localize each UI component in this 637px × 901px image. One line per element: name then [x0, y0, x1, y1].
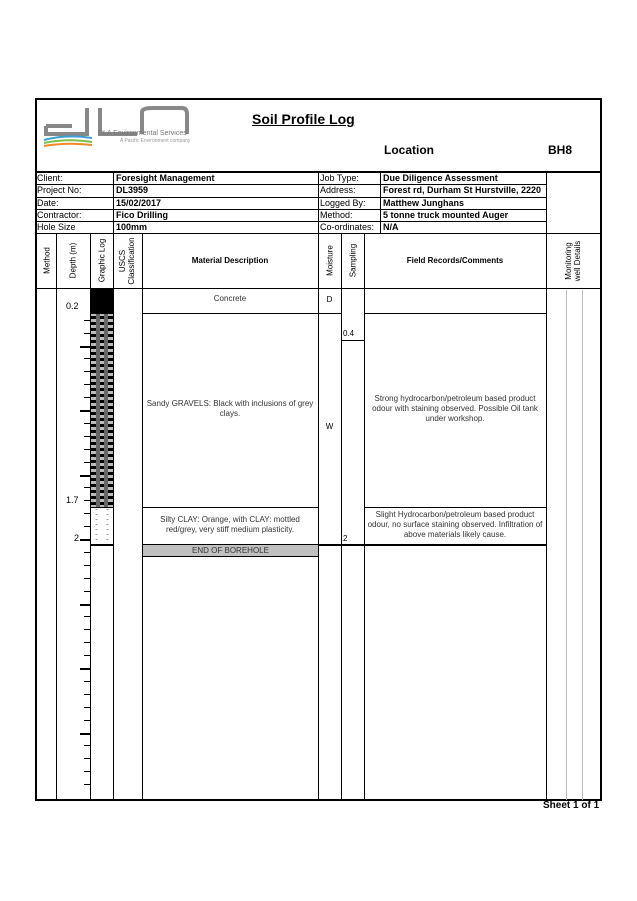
page-title: Soil Profile Log — [252, 111, 355, 127]
dla-logo: DLA Environmental Services A Pacific Env… — [42, 104, 192, 148]
depth-tick — [84, 784, 90, 785]
col-moisture: Moisture — [325, 245, 335, 276]
depth-label: 0.2 — [66, 301, 79, 311]
depth-tick — [84, 513, 90, 514]
moisture-value: D — [326, 295, 333, 304]
column-divider — [113, 233, 114, 800]
depth-tick — [84, 758, 90, 759]
depth-tick — [84, 487, 90, 488]
graphic-concrete — [91, 289, 113, 313]
depth-tick — [84, 423, 90, 424]
col-graphic-log: Graphic Log — [97, 238, 107, 283]
depth-tick — [84, 694, 90, 695]
info-label: Co-ordinates: — [320, 222, 375, 232]
info-value: N/A — [383, 222, 399, 232]
depth-tick — [84, 616, 90, 617]
col-sampling: Sampling — [348, 243, 358, 278]
info-label: Date: — [37, 198, 59, 208]
depth-tick — [84, 681, 90, 682]
depth-tick — [84, 436, 90, 437]
depth-label: 2 — [74, 533, 80, 543]
column-divider — [318, 233, 319, 800]
col-method: Method — [42, 247, 52, 274]
field-record: Strong hydrocarbon/petroleum based produ… — [372, 394, 538, 423]
moisture-value: W — [325, 422, 334, 431]
depth-label: 1.7 — [66, 495, 79, 505]
info-value: Foresight Management — [116, 173, 215, 183]
logo-subtitle: DLA Environmental Services — [98, 130, 187, 137]
material-description: Sandy GRAVELS: Black with inclusions of … — [146, 399, 314, 418]
info-value: Matthew Junghans — [383, 198, 465, 208]
depth-tick — [84, 500, 90, 501]
depth-tick — [80, 668, 90, 670]
info-label: Job Type: — [320, 173, 359, 183]
depth-tick — [84, 462, 90, 463]
info-label: Project No: — [37, 185, 82, 195]
column-divider — [364, 233, 365, 800]
info-label: Method: — [320, 210, 353, 220]
info-label: Contractor: — [37, 210, 82, 220]
depth-tick — [84, 578, 90, 579]
col-depth: Depth (m) — [68, 242, 78, 279]
depth-tick — [84, 358, 90, 359]
depth-tick — [84, 552, 90, 553]
info-value: 100mm — [116, 222, 148, 232]
depth-tick — [80, 539, 90, 541]
col-field-records: Field Records/Comments — [406, 256, 504, 265]
depth-tick — [80, 410, 90, 412]
location-label: Location — [384, 143, 434, 157]
depth-tick — [84, 591, 90, 592]
depth-tick — [84, 333, 90, 334]
depth-tick — [84, 565, 90, 566]
graphic-clay — [91, 507, 113, 544]
depth-tick — [84, 707, 90, 708]
col-material: Material Description — [191, 256, 269, 265]
column-divider — [341, 233, 342, 800]
info-value: Forest rd, Durham St Hurstville, 2220 — [383, 185, 542, 195]
depth-tick — [80, 346, 90, 348]
info-value: 5 tonne truck mounted Auger — [383, 210, 509, 220]
depth-tick — [84, 449, 90, 450]
log-frame — [35, 98, 602, 801]
depth-tick — [84, 320, 90, 321]
depth-tick — [80, 475, 90, 477]
sample-depth: 2 — [343, 534, 348, 543]
info-value: 15/02/2017 — [116, 198, 162, 208]
well-casing-line — [582, 290, 583, 800]
column-divider — [90, 233, 91, 800]
well-casing-line — [566, 290, 567, 800]
depth-tick — [84, 384, 90, 385]
depth-tick — [84, 397, 90, 398]
logo-tagline: A Pacific Environment company — [120, 138, 191, 144]
info-value: DL3959 — [116, 185, 149, 195]
material-description: Concrete — [213, 294, 247, 303]
info-label: Hole Size — [37, 222, 76, 232]
field-record: Slight Hydrocarbon/petroleum based produ… — [367, 510, 543, 539]
depth-tick — [84, 720, 90, 721]
depth-tick — [84, 745, 90, 746]
depth-tick — [84, 655, 90, 656]
graphic-gravel — [91, 313, 113, 507]
depth-tick — [84, 642, 90, 643]
depth-tick — [84, 371, 90, 372]
depth-tick — [84, 526, 90, 527]
info-label: Address: — [320, 185, 356, 195]
info-label: Client: — [37, 173, 63, 183]
material-description: Silty CLAY: Orange, with CLAY: mottled r… — [160, 515, 300, 534]
column-divider — [56, 233, 57, 800]
depth-tick — [84, 629, 90, 630]
depth-tick — [80, 604, 90, 606]
depth-tick — [80, 733, 90, 735]
column-divider — [142, 233, 143, 800]
location-value: BH8 — [548, 143, 573, 157]
depth-tick — [84, 771, 90, 772]
sheet-number: Sheet 1 of 1 — [543, 800, 600, 811]
info-value: Due Diligence Assessment — [383, 173, 498, 183]
sample-depth: 0.4 — [343, 329, 355, 338]
end-of-borehole: END OF BOREHOLE — [143, 545, 318, 557]
info-value: Fico Drilling — [116, 210, 169, 220]
info-label: Logged By: — [320, 198, 366, 208]
